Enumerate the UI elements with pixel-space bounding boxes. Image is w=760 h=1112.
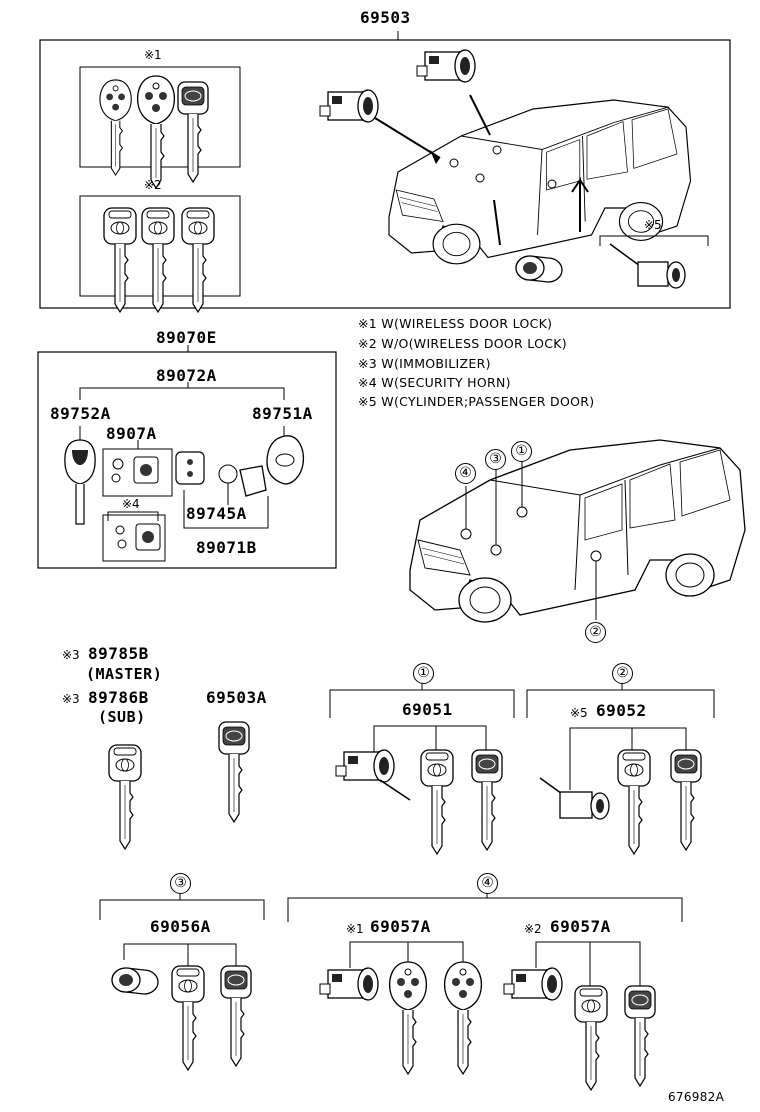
variant-mark-1: ※1 <box>144 48 162 62</box>
part-number-69057a-2: 69057A <box>550 917 611 936</box>
part-number-89070e: 89070E <box>156 328 217 347</box>
callout-2: ② <box>585 622 606 643</box>
variant-mark-2: ※2 <box>144 178 162 192</box>
legend-item: ※3 W(IMMOBILIZER) <box>358 356 491 371</box>
master-note: (MASTER) <box>86 665 163 683</box>
part-number-89072a: 89072A <box>156 366 217 385</box>
set4a-mark: ※1 <box>346 922 364 936</box>
callout-3: ③ <box>485 449 506 470</box>
part-number-69503a: 69503A <box>206 688 267 707</box>
set4-callout: ④ <box>477 873 498 894</box>
callout-1: ① <box>511 441 532 462</box>
variant-mark-5: ※5 <box>644 218 662 232</box>
set2-mark: ※5 <box>570 706 588 720</box>
sub-note: (SUB) <box>98 708 146 726</box>
part-number-89751a: 89751A <box>252 404 313 423</box>
legend-item: ※2 W/O(WIRELESS DOOR LOCK) <box>358 336 567 351</box>
part-number-69052: 69052 <box>596 701 647 720</box>
set4b-mark: ※2 <box>524 922 542 936</box>
part-number-89786b: 89786B <box>88 688 149 707</box>
set3-callout: ③ <box>170 873 191 894</box>
part-number-69056a: 69056A <box>150 917 211 936</box>
master-mark: ※3 <box>62 648 80 662</box>
legend-item: ※1 W(WIRELESS DOOR LOCK) <box>358 316 553 331</box>
set2-callout: ② <box>612 663 633 684</box>
sub-mark: ※3 <box>62 692 80 706</box>
part-number-69057a-1: 69057A <box>370 917 431 936</box>
variant-mark-4: ※4 <box>122 497 140 511</box>
set1-callout: ① <box>413 663 434 684</box>
part-number-69051: 69051 <box>402 700 453 719</box>
callout-4: ④ <box>455 463 476 484</box>
part-number-8907a: 8907A <box>106 424 157 443</box>
part-number-89785b: 89785B <box>88 644 149 663</box>
part-number-69503: 69503 <box>360 8 411 27</box>
part-number-89745a: 89745A <box>186 504 247 523</box>
legend-item: ※4 W(SECURITY HORN) <box>358 375 511 390</box>
drawing-id: 676982A <box>668 1090 725 1104</box>
part-number-89752a: 89752A <box>50 404 111 423</box>
legend-item: ※5 W(CYLINDER;PASSENGER DOOR) <box>358 394 595 409</box>
top-suv <box>388 99 692 265</box>
part-number-89071b: 89071B <box>196 538 257 557</box>
